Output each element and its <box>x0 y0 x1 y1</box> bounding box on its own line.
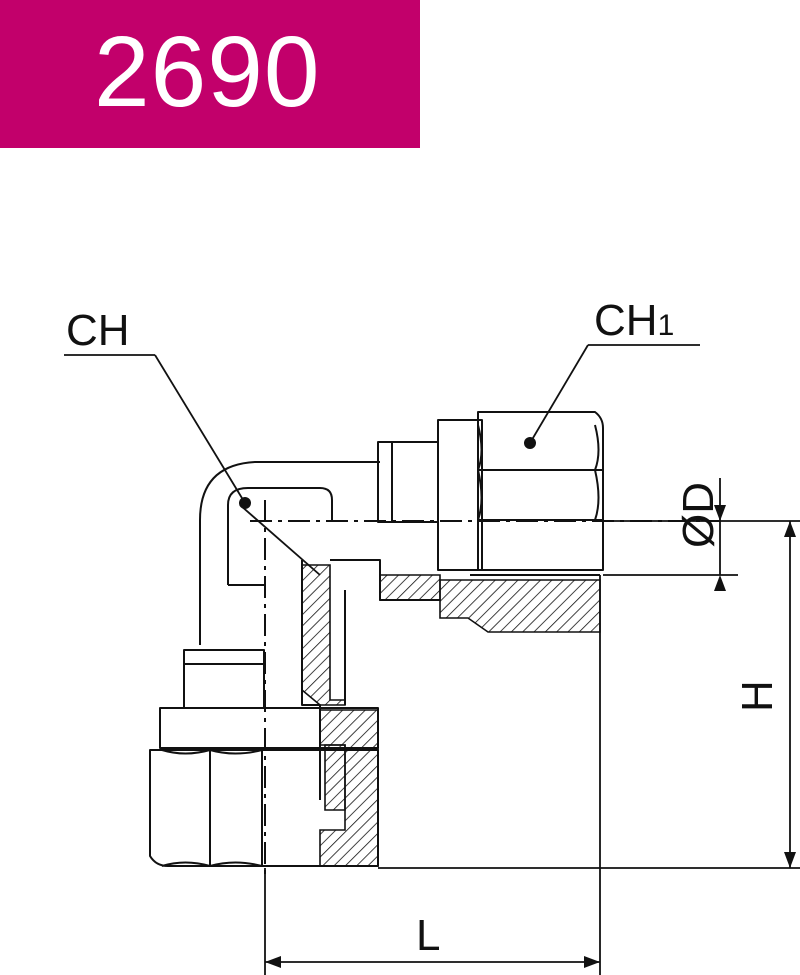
section-upper-right <box>439 579 601 633</box>
product-code-banner: 2690 <box>0 0 420 148</box>
right-hex-nut <box>477 411 604 571</box>
height-label: H <box>733 680 782 712</box>
right-thread-stub <box>377 441 439 523</box>
lower-thread-stub <box>183 649 265 709</box>
section-upper-tube <box>379 574 441 601</box>
lower-hex-nut <box>149 749 379 867</box>
product-code: 2690 <box>94 16 321 128</box>
length-label: L <box>416 911 440 960</box>
ch-leader-dot <box>239 497 251 509</box>
section-elbow-inner <box>301 564 346 706</box>
hex-left-label: CH <box>66 306 130 355</box>
diameter-label: ØD <box>674 482 723 548</box>
section-lower-tube <box>324 744 346 811</box>
elbow-body-outline <box>199 461 380 645</box>
hex-right-label: CH1 <box>594 296 674 345</box>
right-collar <box>437 419 483 571</box>
ch1-leader-dot <box>524 437 536 449</box>
elbow-body-inner <box>227 487 333 585</box>
